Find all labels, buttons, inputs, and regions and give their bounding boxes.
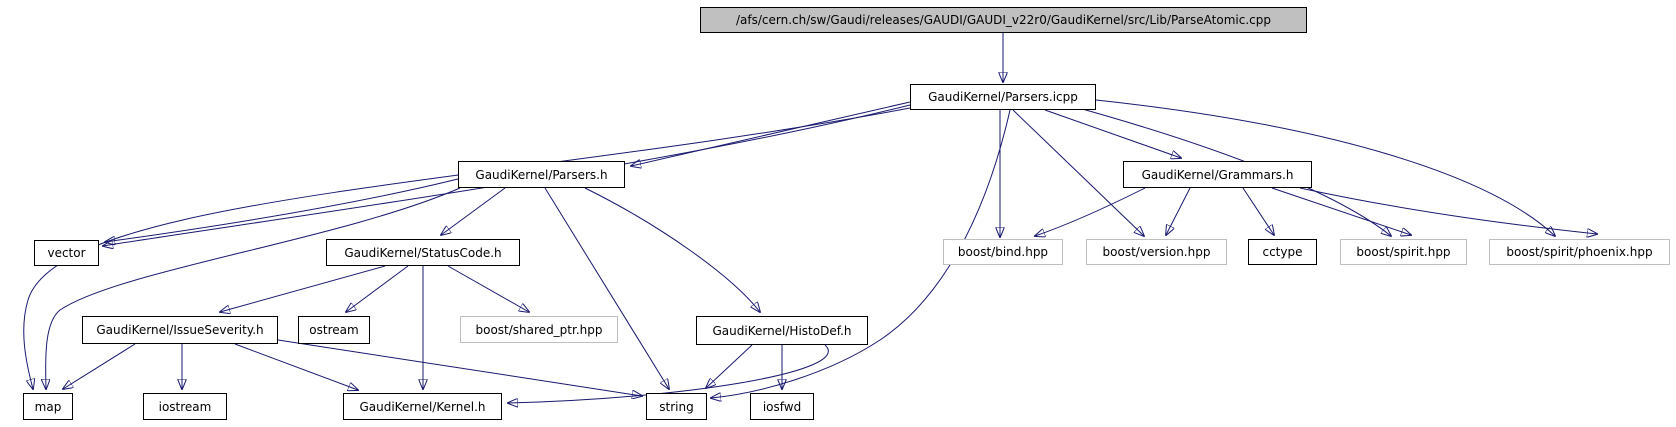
edge-grammars-h-to-boost-bind [1035, 187, 1146, 236]
edge-parsers-h-to-map [46, 187, 461, 389]
edge-statuscode-h-to-boost-shared-ptr [447, 265, 529, 312]
node-boost-shared-ptr-hpp: boost/shared_ptr.hpp [460, 316, 618, 343]
edge-grammars-h-to-boost-spirit-phoenix [1299, 187, 1597, 234]
edge-parsers-h-to-vector [105, 178, 459, 242]
node-grammars-h[interactable]: GaudiKernel/Grammars.h [1123, 161, 1312, 188]
edge-histodef-h-to-string [706, 344, 753, 388]
edge-parsers-h-to-histodef-h [584, 187, 760, 312]
node-issueseverity-h[interactable]: GaudiKernel/IssueSeverity.h [82, 316, 278, 344]
node-parsers-icpp[interactable]: GaudiKernel/Parsers.icpp [910, 84, 1096, 110]
node-boost-spirit-hpp: boost/spirit.hpp [1340, 239, 1467, 265]
edge-histodef-h-to-kernel-h [508, 344, 829, 403]
edge-parsers-icpp-to-parsers-h [631, 101, 911, 166]
node-vector[interactable]: vector [34, 240, 99, 266]
edge-grammars-h-to-boost-spirit [1271, 187, 1411, 235]
edge-grammars-h-to-boost-version [1166, 187, 1191, 235]
edge-parsers-icpp-to-vector [103, 104, 911, 246]
node-iostream[interactable]: iostream [143, 393, 227, 420]
edge-issueseverity-h-to-map [63, 343, 136, 389]
edge-parsers-icpp-to-map [23, 107, 911, 389]
node-boost-spirit-phoenix-hpp: boost/spirit/phoenix.hpp [1489, 239, 1670, 265]
edge-parsers-h-to-string [544, 187, 669, 389]
node-parseatomic-cpp: /afs/cern.ch/sw/Gaudi/releases/GAUDI/GAU… [700, 7, 1307, 33]
node-cctype[interactable]: cctype [1248, 239, 1317, 265]
edge-statuscode-h-to-ostream [346, 265, 409, 312]
node-ostream[interactable]: ostream [298, 316, 370, 344]
node-histodef-h[interactable]: GaudiKernel/HistoDef.h [696, 316, 868, 345]
edge-parsers-icpp-to-string [711, 109, 1011, 398]
node-statuscode-h[interactable]: GaudiKernel/StatusCode.h [326, 239, 520, 266]
edge-issueseverity-h-to-kernel-h [234, 343, 358, 390]
edge-parsers-icpp-to-boost-spirit-phoenix [1095, 99, 1555, 236]
edge-grammars-h-to-cctype [1242, 187, 1274, 235]
node-boost-bind-hpp: boost/bind.hpp [943, 239, 1063, 265]
node-string[interactable]: string [646, 393, 707, 420]
node-parsers-h[interactable]: GaudiKernel/Parsers.h [458, 161, 625, 188]
edge-parsers-icpp-to-grammars-h [1044, 109, 1181, 158]
node-kernel-h[interactable]: GaudiKernel/Kernel.h [343, 393, 502, 420]
edge-statuscode-h-to-issueseverity-h [220, 265, 386, 312]
node-boost-version-hpp: boost/version.hpp [1086, 239, 1227, 265]
edge-parsers-h-to-statuscode-h [441, 187, 506, 235]
node-map[interactable]: map [23, 393, 73, 420]
edge-parsers-icpp-to-boost-version [1012, 109, 1144, 236]
node-iosfwd[interactable]: iosfwd [750, 393, 814, 420]
edge-issueseverity-h-to-string [277, 339, 642, 396]
